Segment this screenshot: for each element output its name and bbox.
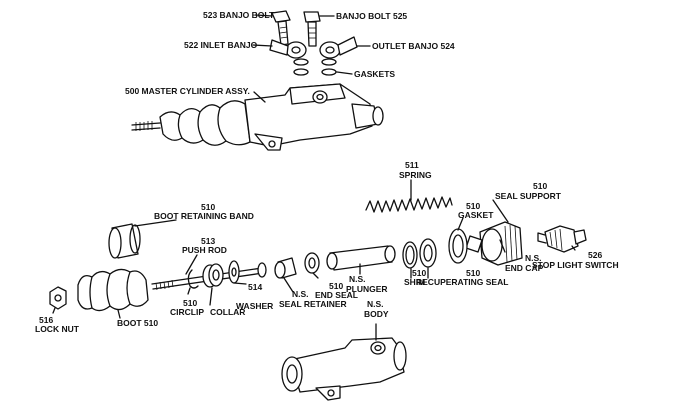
label-seal-support: SEAL SUPPORT bbox=[495, 191, 562, 201]
label-plunger: PLUNGER bbox=[346, 284, 388, 294]
label-seal-support-num: 510 bbox=[533, 181, 547, 191]
body bbox=[281, 337, 407, 401]
banjo-bolt-523 bbox=[271, 10, 291, 46]
label-end-seal: END SEAL bbox=[315, 290, 358, 300]
label-stop-switch-num: 526 bbox=[588, 250, 602, 260]
label-gasket: GASKET bbox=[458, 210, 494, 220]
washer-514 bbox=[228, 260, 240, 284]
label-shim: SHIM bbox=[404, 277, 425, 287]
label-recuperating-seal: RECUPERATING SEAL bbox=[416, 277, 508, 287]
label-seal-retainer-ns: N.S. bbox=[292, 289, 309, 299]
gasket-510 bbox=[448, 228, 468, 264]
label-boot-510: BOOT 510 bbox=[117, 318, 158, 328]
stop-light-switch-526 bbox=[537, 225, 587, 253]
label-washer: WASHER bbox=[236, 301, 273, 311]
label-outlet-banjo-524: OUTLET BANJO 524 bbox=[372, 41, 455, 51]
label-recup-num: 510 bbox=[466, 268, 480, 278]
shim-510 bbox=[402, 241, 418, 269]
lock-nut-516 bbox=[49, 286, 67, 310]
label-stop-light-switch: STOP LIGHT SWITCH bbox=[532, 260, 619, 270]
label-plunger-ns: N.S. bbox=[349, 274, 366, 284]
label-washer-num: 514 bbox=[248, 282, 262, 292]
label-boot-band-num: 510 bbox=[201, 202, 215, 212]
plunger bbox=[326, 245, 396, 271]
seal-support-510 bbox=[465, 221, 523, 266]
label-lock-nut-num: 516 bbox=[39, 315, 53, 325]
collar bbox=[202, 263, 224, 288]
label-spring-num: 511 bbox=[405, 160, 419, 170]
label-boot-retaining-band: BOOT RETAINING BAND bbox=[154, 211, 254, 221]
label-circlip: CIRCLIP bbox=[170, 307, 204, 317]
circlip-510 bbox=[187, 269, 199, 289]
label-push-rod-num: 513 bbox=[201, 236, 215, 246]
label-seal-retainer: SEAL RETAINER bbox=[279, 299, 347, 309]
label-end-cap-ns: N.S. bbox=[525, 253, 542, 263]
label-push-rod: PUSH ROD bbox=[182, 245, 227, 255]
outlet-banjo-524 bbox=[319, 36, 358, 59]
label-circlip-num: 510 bbox=[183, 298, 197, 308]
spring-511 bbox=[365, 196, 453, 213]
boot-retaining-band-510 bbox=[108, 223, 141, 259]
label-spring: SPRING bbox=[399, 170, 432, 180]
label-shim-num: 510 bbox=[412, 268, 426, 278]
label-body-ns: N.S. bbox=[367, 299, 384, 309]
recuperating-seal-510 bbox=[419, 238, 437, 268]
label-gaskets: GASKETS bbox=[354, 69, 395, 79]
master-cylinder-assembly bbox=[131, 83, 384, 151]
label-banjo-bolt-525: BANJO BOLT 525 bbox=[336, 11, 407, 21]
label-inlet-banjo-522: 522 INLET BANJO bbox=[184, 40, 258, 50]
label-banjo-bolt-523: 523 BANJO BOLT bbox=[203, 10, 275, 20]
label-body: BODY bbox=[364, 309, 389, 319]
label-end-cap: END CAP bbox=[505, 263, 544, 273]
gaskets-top bbox=[293, 58, 353, 76]
label-lock-nut: LOCK NUT bbox=[35, 324, 80, 334]
leader-lines bbox=[52, 14, 576, 341]
inlet-banjo-522 bbox=[269, 39, 307, 59]
label-collar: COLLAR bbox=[210, 307, 245, 317]
end-seal-510 bbox=[304, 252, 320, 274]
seal-retainer bbox=[274, 257, 297, 279]
boot-510 bbox=[77, 268, 149, 312]
label-master-cylinder-500: 500 MASTER CYLINDER ASSY. bbox=[125, 86, 250, 96]
banjo-bolt-525 bbox=[303, 11, 321, 47]
label-end-seal-num: 510 bbox=[329, 281, 343, 291]
label-gasket-num: 510 bbox=[466, 201, 480, 211]
